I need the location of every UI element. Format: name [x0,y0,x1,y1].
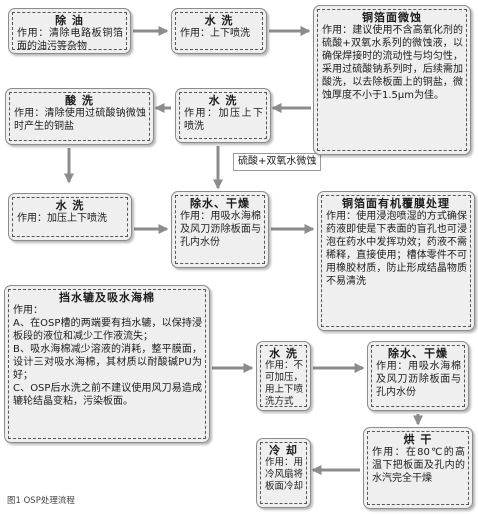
step-roller-body-c: C、OSP后水洗之前不建议使用风刀易造成辘轮结晶变粘，污染板面。 [13,383,202,407]
figure-caption: 图1 OSP处理流程 [7,496,75,506]
step-cool-title: 冷 却 [269,444,298,457]
step-cool: 冷 却 作用：用冷风扇将板面冷却 [256,438,311,508]
step-dry1-body: 作用：用吸水海棉及风刀沥除板面与孔内水份 [180,211,261,248]
step-bake-body: 作用：在80℃的高温下把板面及孔内的水汽完全干燥 [372,447,465,484]
step-bake: 烘 干 作用：在80℃的高温下把板面及孔内的水汽完全干燥 [363,427,473,509]
step-roller-body-b: B、吸水海棉减少溶液的消耗，整平膜面，设计三对吸水海棉，其材质以耐酸碱PU为好； [13,344,202,381]
step-rinse4-title: 水 洗 [269,347,298,360]
step-dry2-title: 除水、干燥 [388,347,448,360]
step-dry2-body: 作用：用吸水海棉及风刀沥除板面与孔内水份 [376,361,461,398]
step-bake-title: 烘 干 [403,433,433,446]
step-dry1: 除水、干燥 作用：用吸水海棉及风刀沥除板面与孔内水份 [171,191,269,268]
step-rinse2-title: 水 洗 [208,94,238,107]
step-degrease-body: 作用：清除电路板铜箔面的油污等杂物 [17,28,123,52]
step-osp-title: 铜箔面有机覆膜处理 [342,197,450,210]
step-rinse1-body: 作用：上下喷洗 [180,28,250,39]
step-roller-body-0: 作用： [13,305,43,316]
step-rinse4: 水 洗 作用：不可加压，用上下喷洗方式 [256,341,311,411]
step-dry1-title: 除水、干燥 [190,197,250,210]
step-acid-body: 作用：清除使用过硫酸钠微蚀时产生的铜盐 [14,108,146,132]
step-degrease-title: 除 油 [55,14,84,27]
step-rinse1-title: 水 洗 [204,14,234,27]
step-rinse4-body: 作用：不可加压，用上下喷洗方式 [265,360,304,407]
step-rinse1: 水 洗 作用：上下喷洗 [171,8,267,54]
step-rinse2-body: 作用：加压上下喷洗 [184,108,263,132]
step-rinse3-title: 水 洗 [55,199,85,212]
flow-label: 硫酸+双氧水微蚀 [233,153,322,171]
step-microetch: 铜箔面微蚀 作用：建议使用不含高氧化剂的硫酸+双氧水系列的微蚀液，以确保焊接时的… [313,5,471,155]
step-acid: 酸 洗 作用：清除使用过硫酸钠微蚀时产生的铜盐 [5,88,154,145]
step-microetch-body: 作用：建议使用不含高氧化剂的硫酸+双氧水系列的微蚀液，以确保焊接时的流动性与均匀… [322,25,463,101]
step-osp: 铜箔面有机覆膜处理 作用：使用浸泡喷湿的方式确保药液即使是下表面的盲孔也可浸泡在… [317,191,475,331]
step-osp-body: 作用：使用浸泡喷湿的方式确保药液即使是下表面的盲孔也可浸泡在药水中发挥功效；药液… [326,211,467,287]
step-rinse3: 水 洗 作用：加压上下喷洗 [8,193,132,241]
step-microetch-title: 铜箔面微蚀 [362,11,422,24]
step-rinse2: 水 洗 作用：加压上下喷洗 [175,88,271,143]
step-roller: 挡水辘及吸水海棉 作用： A、在OSP槽的两端要有挡水辘，以保持浸板段的液位和减… [4,285,210,443]
step-acid-title: 酸 洗 [65,94,94,107]
step-degrease: 除 油 作用：清除电路板铜箔面的油污等杂物 [8,8,131,54]
step-roller-body-a: A、在OSP槽的两端要有挡水辘，以保持浸板段的液位和减少工作液流失； [13,318,202,342]
step-roller-title: 挡水辘及吸水海棉 [59,291,155,304]
step-rinse3-body: 作用：加压上下喷洗 [17,213,107,224]
step-dry2: 除水、干燥 作用：用吸水海棉及风刀沥除板面与孔内水份 [367,341,469,411]
step-cool-body: 作用：用冷风扇将板面冷却 [265,457,304,492]
